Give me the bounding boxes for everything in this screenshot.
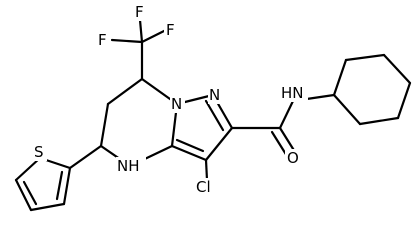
bond-th5-th4-a (14, 178, 33, 212)
bond-c3-c3a-a (170, 144, 208, 162)
bond-cf3-f-right (140, 28, 168, 44)
atom-cl: Cl (196, 178, 211, 196)
bond-cy4-cy5 (396, 81, 412, 120)
bond-cy1-cy2 (332, 58, 348, 97)
bond-camide-n (278, 99, 295, 130)
atom-hn-amide: HN (281, 84, 304, 102)
bond-camide-o-a (278, 126, 297, 154)
bond-s-th5 (14, 156, 42, 182)
bond-c6-c5 (99, 102, 110, 148)
bond-c5-th2 (68, 144, 103, 170)
bond-c3-c3a-b (175, 138, 205, 153)
atom-labels: F F F N N NH HN O Cl S (34, 3, 304, 196)
bond-cy3-cy4 (382, 53, 412, 85)
atom-n1-bridgehead: N (171, 95, 182, 113)
atom-s-thiophene: S (34, 143, 44, 161)
bond-th3-th2-a (62, 166, 72, 206)
molecule-structure-diagram: F F F N N NH HN O Cl S (14, 3, 412, 212)
bond-th3-th2-b (55, 170, 64, 201)
atom-n2-pyrazole: N (209, 86, 220, 104)
bond-c7-c6 (106, 77, 144, 106)
bond-th5-th4-b (22, 180, 38, 206)
atom-nh-ring: NH (117, 157, 140, 175)
atom-f-right: F (166, 21, 175, 39)
bond-c2-c3 (204, 126, 234, 162)
bond-cy6-cy1 (332, 93, 362, 126)
atom-f-left: F (98, 31, 107, 49)
bond-th4-th3 (29, 202, 66, 212)
bond-cf3-f-left (110, 38, 144, 44)
bond-c3-cl (204, 158, 209, 182)
bond-camide-o-b (270, 130, 289, 158)
bond-n2-c2-b (204, 99, 225, 132)
bond-cy5-cy6 (358, 116, 400, 126)
atom-o-carbonyl: O (287, 149, 299, 167)
atom-f-top: F (135, 3, 144, 21)
atom-label-backgrounds (31, 3, 308, 196)
bond-cf3-f-top (138, 18, 144, 44)
bond-cy2-cy3 (344, 53, 386, 62)
